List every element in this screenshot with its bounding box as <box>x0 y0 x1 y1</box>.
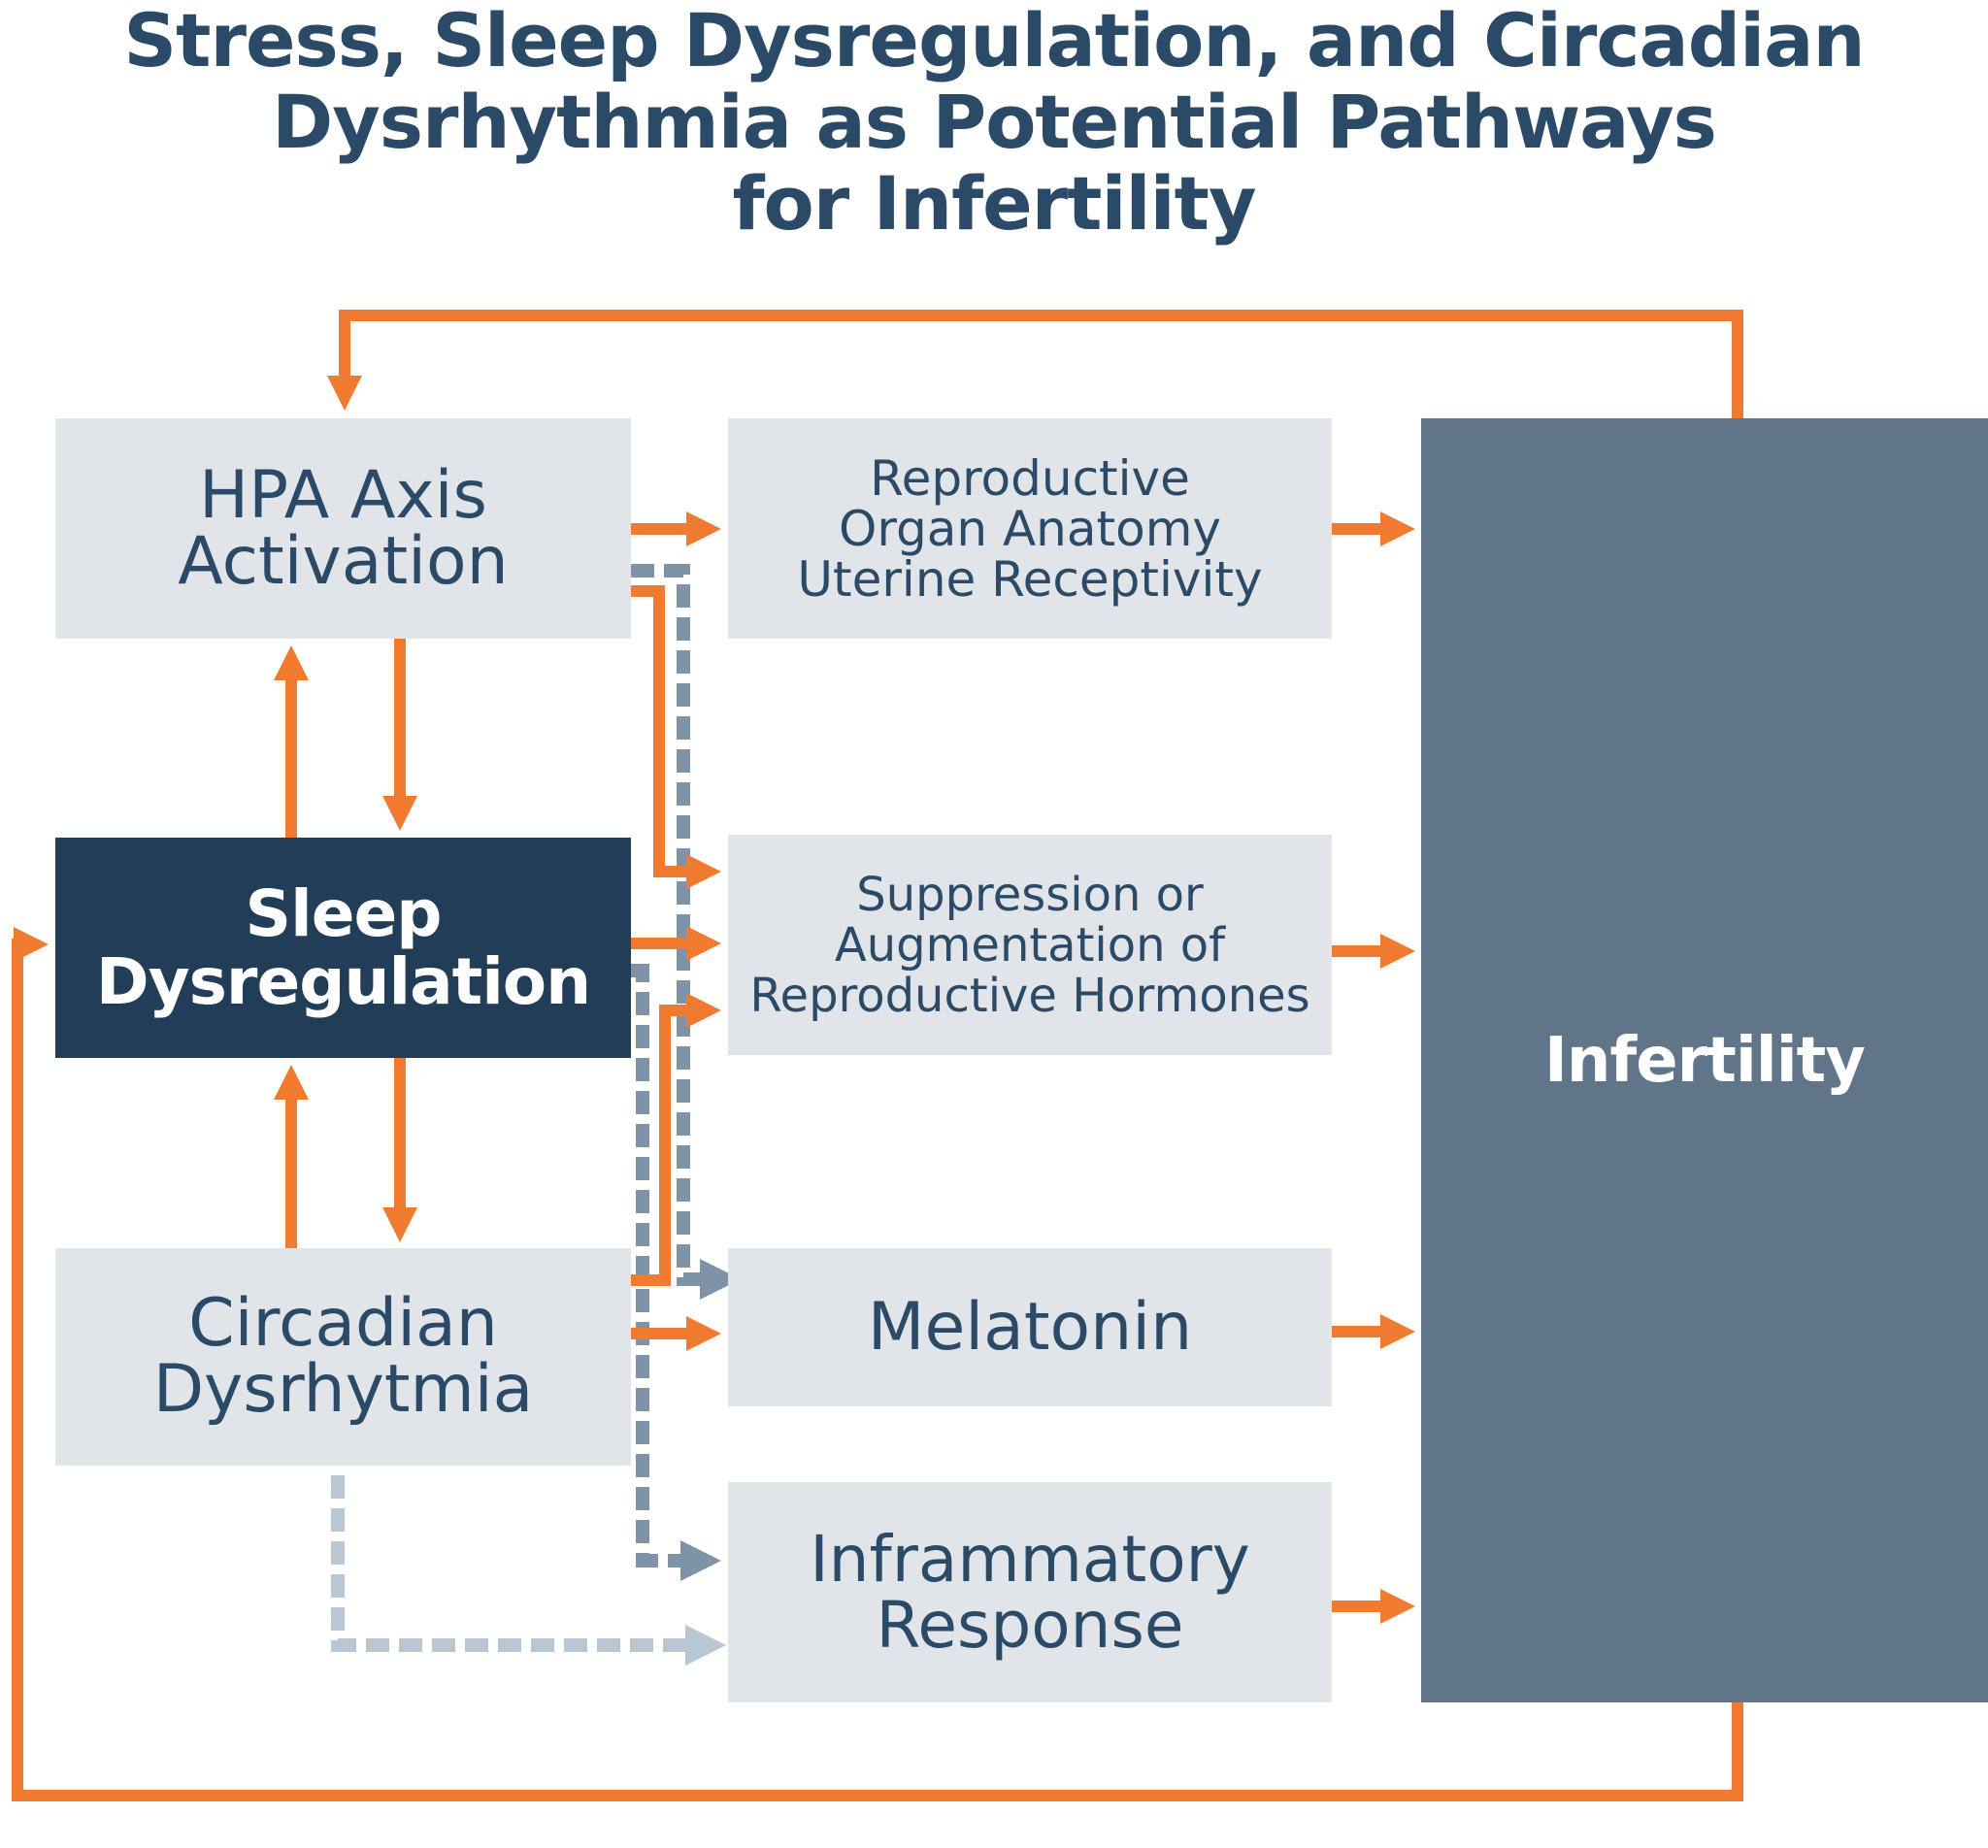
hpa-axis-activation-box: HPA Axis Activation <box>55 418 631 639</box>
infertility-box: Infertility <box>1421 418 1988 1702</box>
sleep-dysregulation-box: Sleep Dysregulation <box>55 838 631 1058</box>
diagram-title: Stress, Sleep Dysregulation, and Circadi… <box>0 0 1988 245</box>
sleep-box-line-2: Dysregulation <box>95 943 591 1019</box>
inflammatory-response-box: Inframmatory Response <box>728 1482 1332 1702</box>
infertility-box-label: Infertility <box>1544 1024 1866 1097</box>
reproductive-hormones-box: Suppression or Augmentation of Reproduct… <box>728 835 1332 1055</box>
reproductive-organ-box: Reproductive Organ Anatomy Uterine Recep… <box>728 418 1332 639</box>
arrow-circadian-to-hormones <box>631 993 721 1286</box>
hpa-box-line-1: HPA Axis <box>198 456 487 534</box>
dashed-arrow-sleep-to-inflammatory <box>631 964 721 1581</box>
hormones-box-line-3: Reproductive Hormones <box>749 968 1310 1023</box>
circadian-box-line-1: Circadian <box>188 1285 498 1362</box>
title-line-2: Dysrhythmia as Potential Pathways <box>272 79 1717 165</box>
circadian-box-line-2: Dysrhytmia <box>152 1351 534 1428</box>
feedback-loop-bottom-arrow <box>12 927 1743 1801</box>
reproductive-box-line-3: Uterine Receptivity <box>797 550 1263 608</box>
feedback-loop-top-arrow <box>327 310 1743 418</box>
dashed-arrow-circadian-to-inflammatory <box>331 1475 726 1666</box>
title-line-3: for Infertility <box>732 160 1256 247</box>
inflammatory-box-line-2: Response <box>876 1587 1184 1663</box>
hormones-box-line-2: Augmentation of <box>834 917 1226 973</box>
melatonin-box-line-1: Melatonin <box>867 1288 1193 1366</box>
arrow-hpa-to-hormones <box>631 585 721 889</box>
reproductive-box-line-1: Reproductive <box>870 449 1190 507</box>
reproductive-box-line-2: Organ Anatomy <box>838 500 1222 557</box>
hpa-box-line-2: Activation <box>178 522 509 600</box>
sleep-box-line-1: Sleep <box>245 875 443 951</box>
dashed-arrow-hpa-to-melatonin <box>631 564 741 1300</box>
circadian-dysrhythmia-box: Circadian Dysrhytmia <box>55 1248 631 1466</box>
melatonin-box: Melatonin <box>728 1248 1332 1406</box>
title-line-1: Stress, Sleep Dysregulation, and Circadi… <box>123 0 1865 83</box>
hormones-box-line-1: Suppression or <box>856 867 1204 922</box>
inflammatory-box-line-1: Inframmatory <box>810 1521 1250 1597</box>
